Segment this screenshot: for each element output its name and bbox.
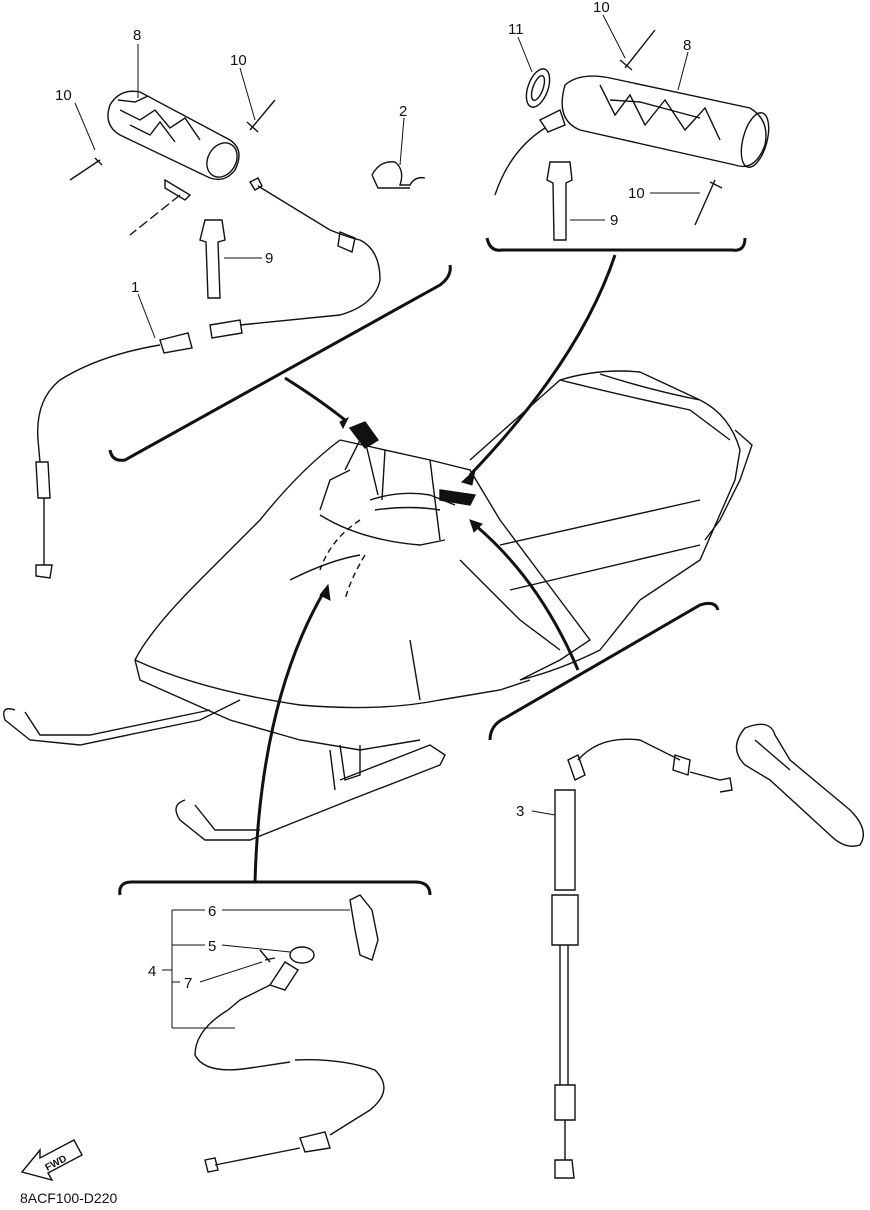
callout-2: 2: [399, 103, 407, 120]
fwd-arrow-icon: FWD: [20, 1139, 83, 1182]
callout-9-right: 9: [610, 212, 618, 229]
diagram-code: 8ACF100-D220: [20, 1190, 117, 1206]
callout-7: 7: [184, 975, 192, 992]
callout-11: 11: [508, 21, 524, 38]
callout-labels: 8 10 10 2 9 1 11 10 8 10 9 3 6 5 4 7: [55, 0, 691, 992]
brake-cable-assembly: [194, 894, 385, 1173]
callout-3: 3: [516, 803, 524, 820]
callout-4: 4: [148, 963, 156, 980]
callout-8-left: 8: [133, 27, 141, 44]
right-grip-assembly: [494, 29, 770, 241]
callout-10-b: 10: [230, 52, 247, 69]
callout-6: 6: [208, 903, 216, 920]
callout-5: 5: [208, 938, 216, 955]
callout-10-c: 10: [593, 0, 610, 16]
callout-10-d: 10: [628, 185, 645, 202]
leader-lines: [74, 14, 700, 1029]
snowmobile-illustration: [3, 370, 753, 841]
left-grip-assembly: [35, 90, 426, 579]
callout-9-left: 9: [265, 250, 273, 267]
callout-1: 1: [131, 279, 139, 296]
throttle-cable-assembly: [551, 723, 864, 1179]
reference-brackets: [108, 237, 747, 896]
callout-10-a: 10: [55, 87, 72, 104]
callout-8-right: 8: [683, 37, 691, 54]
